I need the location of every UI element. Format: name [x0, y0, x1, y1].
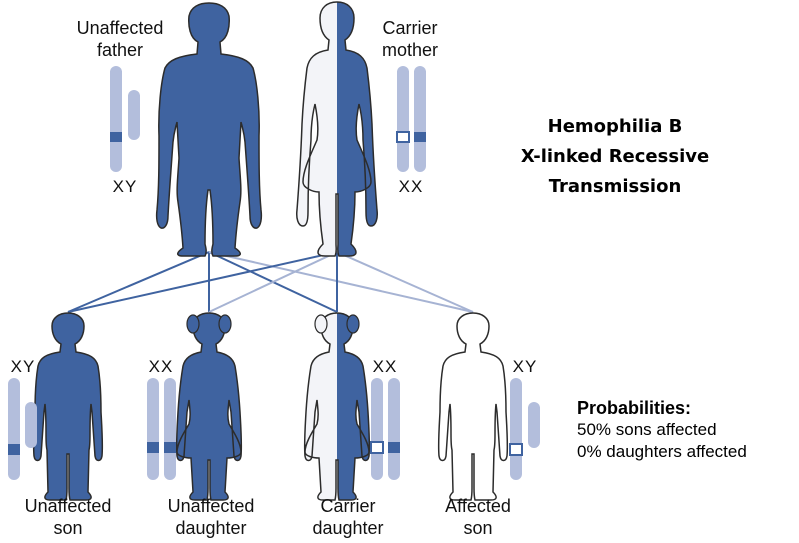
probabilities-line1: 50% sons affected	[577, 420, 717, 439]
diagram-title: Hemophilia B X-linked Recessive Transmis…	[500, 112, 730, 202]
probabilities-heading: Probabilities:	[577, 398, 692, 418]
child-affected-son-chromosomes	[509, 378, 540, 480]
title-line3: Transmission	[548, 176, 682, 197]
child4-label: Affected son	[418, 495, 538, 539]
child-carrier-daughter-figure	[303, 312, 371, 501]
father-label: Unaffected father	[60, 17, 180, 61]
child-affected-son-figure	[437, 312, 509, 501]
child3-label-line2: daughter	[312, 518, 384, 538]
mother-chromosomes	[396, 66, 426, 172]
child1-label-line1: Unaffected	[24, 496, 112, 516]
child-unaffected-daughter-figure	[175, 312, 243, 501]
child-unaffected-daughter-chromosomes	[147, 378, 176, 480]
line-mother-daughter	[208, 251, 338, 313]
title-line2: X-linked Recessive	[520, 146, 710, 167]
child1-label-line2: son	[53, 518, 83, 538]
inheritance-lines	[67, 251, 474, 313]
probabilities-box: Probabilities: 50% sons affected 0% daug…	[577, 397, 747, 463]
child4-label-line2: son	[463, 518, 493, 538]
child4-label-line1: Affected	[445, 496, 511, 516]
father-label-line2: father	[96, 40, 144, 60]
child3-label-line1: Carrier	[320, 496, 376, 516]
probabilities-line2: 0% daughters affected	[577, 442, 747, 461]
mother-label-line1: Carrier	[382, 18, 438, 38]
mother-label-line2: mother	[381, 40, 439, 60]
line-father-affected-son	[208, 251, 474, 313]
child-unaffected-son-chromosomes	[8, 378, 37, 480]
line-father-son	[67, 251, 210, 313]
child2-chromosome-label: XX	[148, 357, 174, 376]
child3-label: Carrier daughter	[288, 495, 408, 539]
line-mother-son	[67, 251, 338, 313]
mother-chromosome-label: XX	[398, 177, 424, 196]
child3-chromosome-label: XX	[372, 357, 398, 376]
child-carrier-daughter-chromosomes	[370, 378, 400, 480]
title-line1: Hemophilia B	[547, 116, 683, 137]
child4-chromosome-label: XY	[512, 357, 538, 376]
child2-label-line2: daughter	[175, 518, 247, 538]
father-chromosome-label: XY	[112, 177, 138, 196]
father-label-line1: Unaffected	[76, 18, 164, 38]
child2-label-line1: Unaffected	[167, 496, 255, 516]
child1-chromosome-label: XY	[10, 357, 36, 376]
child2-label: Unaffected daughter	[146, 495, 276, 539]
line-mother-affected-son	[336, 251, 474, 313]
child-unaffected-son-figure	[32, 312, 104, 501]
mother-label: Carrier mother	[355, 17, 465, 61]
father-chromosomes	[110, 66, 140, 172]
child1-label: Unaffected son	[8, 495, 128, 539]
